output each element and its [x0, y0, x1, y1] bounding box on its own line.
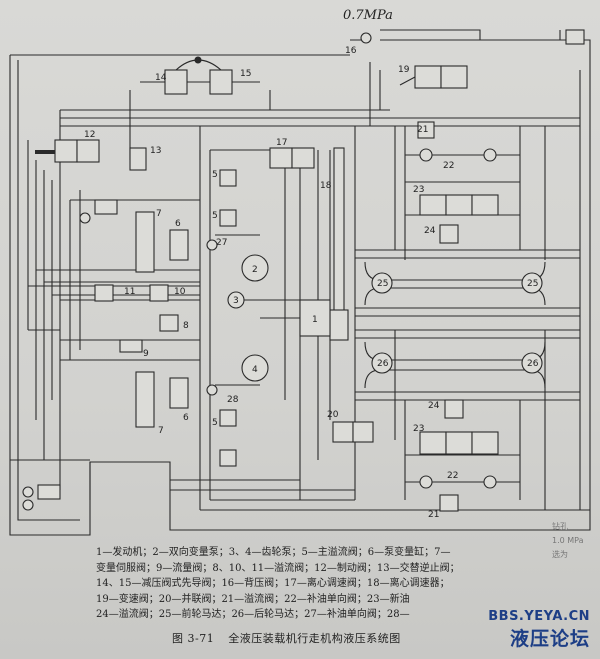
- label-14: 14: [155, 73, 167, 83]
- watermark-site: BBS.YEYA.CN: [488, 609, 590, 624]
- label-24a: 24: [424, 226, 436, 236]
- label-25b: 25: [527, 279, 538, 289]
- label-20: 20: [327, 410, 339, 420]
- label-6b: 6: [183, 413, 189, 423]
- label-17: 17: [276, 138, 287, 148]
- label-26b: 26: [527, 359, 539, 369]
- label-8: 8: [183, 321, 189, 331]
- label-12: 12: [84, 130, 95, 140]
- figure-title: 全液压装载机行走机构液压系统图: [228, 632, 401, 645]
- side-text-1: 钻孔: [552, 522, 568, 531]
- label-26a: 26: [377, 359, 389, 369]
- side-text-3: 选为: [552, 550, 568, 559]
- label-7b: 7: [158, 426, 164, 436]
- hydraulic-system-diagram: 0.7MPa 16 14 15 19 12 13 17 18 5 5 5 7 7…: [9, 8, 591, 536]
- label-21b: 21: [428, 510, 439, 520]
- label-22b: 22: [447, 471, 458, 481]
- label-5c: 5: [212, 418, 218, 428]
- component-labels: 0.7MPa 16 14 15 19 12 13 17 18 5 5 5 7 7…: [84, 8, 539, 520]
- label-4: 4: [252, 365, 258, 375]
- label-2: 2: [252, 265, 258, 275]
- label-27b: 28: [227, 395, 239, 405]
- label-23b: 23: [413, 424, 424, 434]
- label-5b: 5: [212, 211, 218, 221]
- label-11: 11: [124, 287, 135, 297]
- figure-number: 图 3-71: [172, 632, 215, 645]
- legend-line-1: 1—发动机；2—双向变量泵；3、4—齿轮泵；5—主溢流阀；6—泵变量缸；7—: [96, 547, 451, 558]
- label-18: 18: [320, 181, 332, 191]
- label-19: 19: [398, 65, 410, 75]
- figure-caption: 图 3-71 全液压装载机行走机构液压系统图: [172, 630, 401, 646]
- label-24b: 24: [428, 401, 440, 411]
- label-22a: 22: [443, 161, 454, 171]
- label-10: 10: [174, 287, 186, 297]
- label-21a: 21: [417, 125, 428, 135]
- legend: 1—发动机；2—双向变量泵；3、4—齿轮泵；5—主溢流阀；6—泵变量缸；7— 变…: [96, 545, 576, 623]
- side-text: 钻孔 1.0 MPa 选为: [552, 520, 600, 562]
- label-16: 16: [345, 46, 357, 56]
- legend-line-2: 变量伺服阀；9—流量阀；8、10、11—溢流阀；12—制动阀；13—交替逆止阀；: [96, 562, 460, 574]
- label-5a: 5: [212, 170, 218, 180]
- label-25a: 25: [377, 279, 388, 289]
- label-15: 15: [240, 69, 251, 79]
- label-7a: 7: [156, 209, 162, 219]
- label-9: 9: [143, 349, 149, 359]
- label-23a: 23: [413, 185, 424, 195]
- components: [22, 29, 585, 512]
- legend-line-4: 19—变速阀；20—并联阀；21—溢流阀；22—补油单向阀；23—新油: [96, 593, 410, 605]
- pipe-network: [9, 29, 591, 536]
- label-1: 1: [312, 315, 318, 325]
- pressure-label: 0.7MPa: [343, 8, 393, 23]
- side-text-2: 1.0 MPa: [552, 536, 584, 545]
- legend-line-5: 24—溢流阀；25—前轮马达；26—后轮马达；27—补油单向阀；28—: [96, 609, 410, 620]
- label-6a: 6: [175, 219, 181, 229]
- label-3: 3: [233, 296, 239, 306]
- legend-line-3: 14、15—减压阀式先导阀；16—背压阀；17—离心调速阀；18—离心调速器；: [96, 578, 450, 589]
- label-13: 13: [150, 146, 161, 156]
- label-27a: 27: [216, 238, 227, 248]
- watermark: BBS.YEYA.CN 液压论坛: [488, 609, 590, 651]
- watermark-brand: 液压论坛: [509, 628, 590, 650]
